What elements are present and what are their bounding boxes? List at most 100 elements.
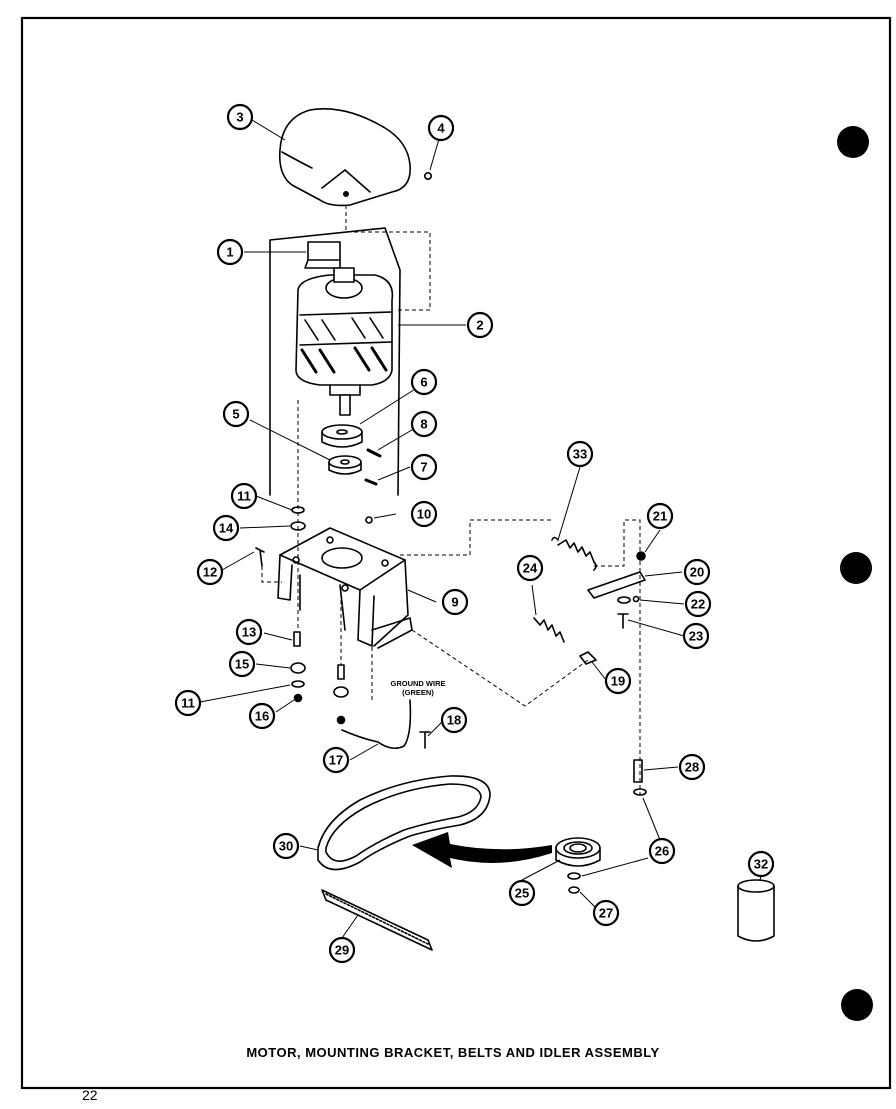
callout-circle <box>566 440 594 468</box>
callout-14: 14 <box>212 514 240 542</box>
callout-number: 9 <box>451 595 458 610</box>
callout-2: 2 <box>466 311 494 339</box>
belt-route-arrow <box>412 832 552 868</box>
set-screw-lower <box>364 478 378 486</box>
callout-number: 4 <box>437 121 445 136</box>
motor-switch <box>304 241 341 269</box>
callout-3: 3 <box>226 103 254 131</box>
callout-circle <box>678 753 706 781</box>
motor-pulley-small <box>328 455 362 475</box>
callout-5: 5 <box>222 400 250 428</box>
ground-wire-label-line2: (GREEN) <box>402 688 434 697</box>
callout-1: 1 <box>216 238 244 266</box>
rubber-grommet <box>290 662 306 674</box>
idler-pulley-washer <box>567 872 581 880</box>
callout-7: 7 <box>410 453 438 481</box>
idler-arm <box>587 571 646 599</box>
nut-lower <box>293 693 303 703</box>
spacer-right <box>337 664 345 680</box>
callout-circle <box>212 514 240 542</box>
nut-upper <box>365 516 373 524</box>
callout-16: 16 <box>248 702 276 730</box>
mounting-bracket <box>277 527 413 649</box>
assembly-line-spring-right <box>594 519 641 795</box>
idler-spring-lower <box>533 617 565 643</box>
callout-25: 25 <box>508 879 536 907</box>
callout-17: 17 <box>322 746 350 774</box>
callout-circle <box>604 667 632 695</box>
callout-number: 14 <box>219 521 234 536</box>
idler-pulley-clip <box>568 886 580 894</box>
callout-circle <box>684 590 712 618</box>
callout-circle <box>410 368 438 396</box>
callout-circle <box>226 103 254 131</box>
callout-19: 19 <box>604 667 632 695</box>
callout-15: 15 <box>228 650 256 678</box>
callout-circle <box>683 558 711 586</box>
callout-circle <box>196 558 224 586</box>
assembly-line-spring <box>400 519 552 556</box>
callout-number: 1 <box>226 245 233 260</box>
callout-22: 22 <box>684 590 712 618</box>
callout-21: 21 <box>646 502 674 530</box>
callout-circle <box>440 706 468 734</box>
binder-hole-middle <box>840 552 872 584</box>
assembly-line-bracket <box>411 629 589 707</box>
callout-group: 1234567891011111213141516171819202122232… <box>174 103 775 964</box>
pump-belt <box>321 889 433 951</box>
set-screw-upper <box>366 448 382 458</box>
callout-29: 29 <box>328 936 356 964</box>
idler-nut <box>636 551 646 561</box>
ground-screw <box>419 731 431 749</box>
callout-circle <box>410 500 438 528</box>
callout-circle <box>410 410 438 438</box>
idler-washer <box>617 596 631 604</box>
callout-circle <box>747 850 775 878</box>
callout-number: 12 <box>203 565 217 580</box>
cover-screw <box>423 172 432 181</box>
callout-number: 6 <box>420 375 427 390</box>
callout-10: 10 <box>410 500 438 528</box>
callout-circle <box>174 689 202 717</box>
callout-6: 6 <box>410 368 438 396</box>
callout-circle <box>328 936 356 964</box>
callout-circle <box>466 311 494 339</box>
motor-frame-outline <box>269 227 401 496</box>
callout-number: 28 <box>685 760 699 775</box>
callout-18: 18 <box>440 706 468 734</box>
callout-number: 29 <box>335 943 349 958</box>
callout-number: 3 <box>236 110 243 125</box>
callout-circle <box>410 453 438 481</box>
motor-pulley-large <box>321 424 363 448</box>
callout-number: 21 <box>653 509 667 524</box>
motor-cover <box>278 108 411 207</box>
callout-number: 5 <box>232 407 239 422</box>
callout-circle <box>427 114 455 142</box>
spacer <box>293 631 301 647</box>
page-number: 22 <box>82 1087 98 1103</box>
callout-number: 26 <box>655 844 669 859</box>
callout-circle <box>648 837 676 865</box>
callout-number: 17 <box>329 753 343 768</box>
nut-right <box>336 715 346 725</box>
callout-circle <box>322 746 350 774</box>
callout-24: 24 <box>516 554 544 582</box>
idler-shaft <box>633 759 643 783</box>
grommet-right <box>333 686 349 698</box>
bracket-bolt <box>255 547 265 567</box>
motor <box>295 267 394 416</box>
page-border <box>20 16 892 1090</box>
callout-13: 13 <box>235 618 263 646</box>
callout-9: 9 <box>441 588 469 616</box>
binder-hole-top <box>837 126 869 158</box>
callout-number: 16 <box>255 709 269 724</box>
callout-number: 22 <box>691 597 705 612</box>
callout-number: 11 <box>181 696 195 711</box>
diagram-caption: MOTOR, MOUNTING BRACKET, BELTS AND IDLER… <box>246 1045 659 1060</box>
callout-12: 12 <box>196 558 224 586</box>
drive-belt <box>317 775 491 871</box>
callout-circle <box>516 554 544 582</box>
callout-circle <box>248 702 276 730</box>
callout-32: 32 <box>747 850 775 878</box>
